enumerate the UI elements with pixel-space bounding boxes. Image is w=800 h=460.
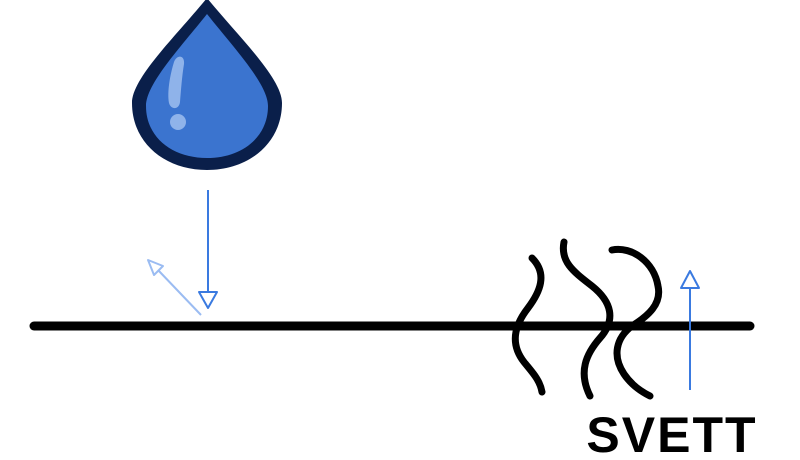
vapor-line-1: [511, 254, 546, 396]
arrow-down-icon: [198, 190, 218, 309]
wavy-vapor-lines-icon: [511, 238, 663, 400]
arrow-up-left-icon: [147, 259, 202, 316]
vapor-line-2: [559, 238, 614, 400]
water-drop-highlight: [168, 56, 185, 109]
sweat-label: SVETT: [586, 407, 757, 460]
water-drop-highlight-dot: [170, 114, 186, 130]
arrow-up-icon: [680, 270, 700, 390]
water-drop-icon: [132, 0, 282, 170]
vapor-line-3: [608, 245, 663, 400]
water-drop-body: [146, 14, 268, 158]
